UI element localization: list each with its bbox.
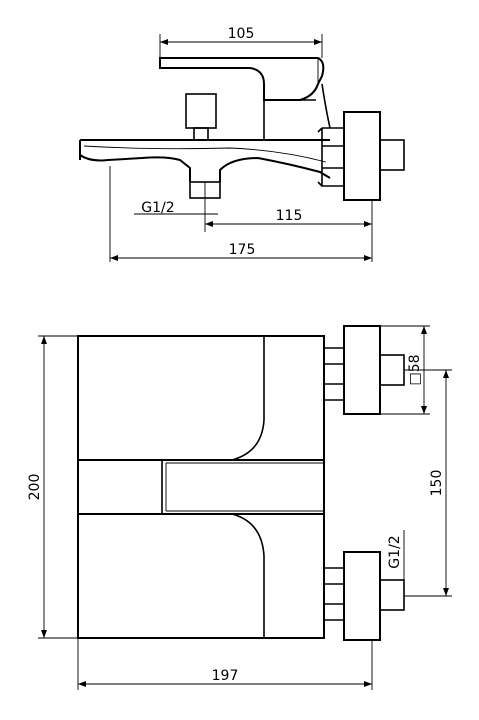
handle-curve-upper [231,336,265,461]
lower-hex-nut [323,567,345,621]
spout-band [77,459,325,515]
dim-150-label: 150 [429,470,445,497]
dim-197-label: 197 [212,668,239,684]
diverter-stem [193,127,209,141]
dim-175-label: 175 [229,242,256,258]
diverter-knob [185,93,217,129]
lower-inlet-stub [379,579,405,611]
handle-curve-lower [231,513,265,638]
spout-contour [83,145,327,163]
main-body [77,335,325,639]
hex-nut [317,127,345,187]
upper-hex-nut [323,347,345,401]
upper-escutcheon [343,325,381,415]
upper-inlet-stub [379,354,405,386]
dim-spout-thread-label: G1/2 [141,200,174,216]
dim-115-label: 115 [276,208,303,224]
side-view: 105 G1/2 115 175 [79,26,405,262]
valve-body [263,83,331,140]
dim-105-label: 105 [228,26,255,42]
front-view: □58 150 G1/2 200 197 [27,325,452,690]
escutcheon-cap [343,111,381,201]
dim-200-label: 200 [27,474,43,501]
lower-escutcheon [343,551,381,641]
lever-handle [159,57,325,101]
inlet-stub [379,139,405,171]
spout-body [79,139,331,182]
dim-inlet-thread-label: G1/2 [387,535,403,568]
